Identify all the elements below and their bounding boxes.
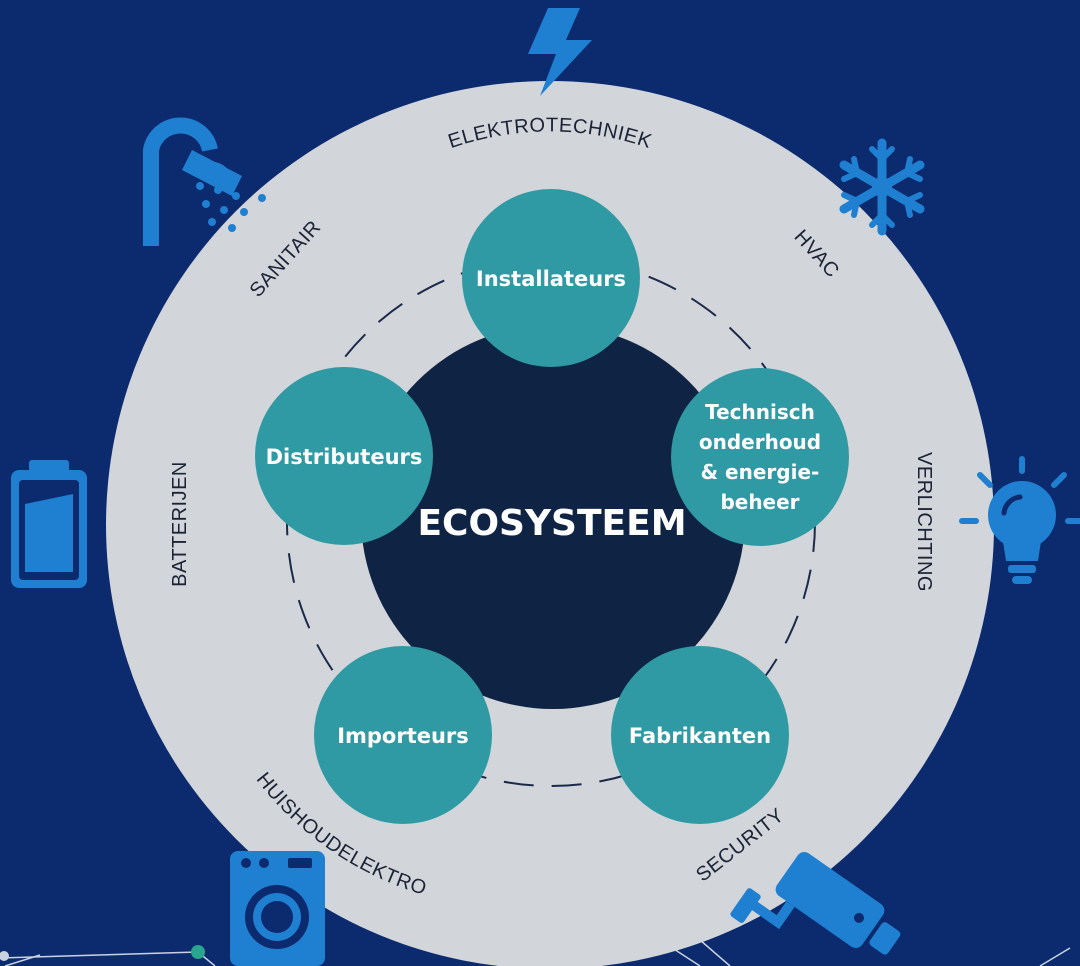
actor-circle: [611, 646, 789, 824]
actor-label-line: Technisch: [705, 400, 815, 424]
actor-label-line: onderhoud: [699, 430, 821, 454]
actor-label: Distributeurs: [266, 445, 423, 469]
actor-label: Importeurs: [337, 724, 469, 748]
center-label: ECOSYSTEEM: [417, 503, 686, 544]
actor-technisch-onderhoud: Technisch onderhoud & energie- beheer: [671, 368, 849, 546]
snowflake-icon: [839, 138, 925, 236]
actor-label: Installateurs: [476, 267, 626, 291]
actor-installateurs: Installateurs: [462, 189, 640, 367]
actor-label-line: beheer: [720, 490, 799, 514]
center-circle: [361, 325, 745, 709]
actor-label-line: & energie-: [701, 460, 820, 484]
lightbulb-icon: [959, 456, 1080, 584]
battery-icon: [11, 460, 87, 588]
actor-circle: [462, 189, 640, 367]
lightning-bolt-icon: [528, 8, 592, 96]
actor-circle: [255, 367, 433, 545]
actor-importeurs: Importeurs: [314, 646, 492, 824]
shower-icon: [143, 117, 266, 246]
sector-label-verlichting: VERLICHTING: [913, 452, 935, 592]
washing-machine-icon: [230, 851, 325, 966]
security-camera-icon: [730, 852, 901, 955]
actor-distributeurs: Distributeurs: [255, 367, 433, 545]
actor-fabrikanten: Fabrikanten: [611, 646, 789, 824]
sector-label-batterijen: BATTERIJEN: [169, 461, 191, 587]
network-node: [191, 945, 205, 959]
actor-circle: [671, 368, 849, 546]
network-node: [0, 951, 9, 961]
actor-circle: [314, 646, 492, 824]
actor-label: Fabrikanten: [629, 724, 771, 748]
